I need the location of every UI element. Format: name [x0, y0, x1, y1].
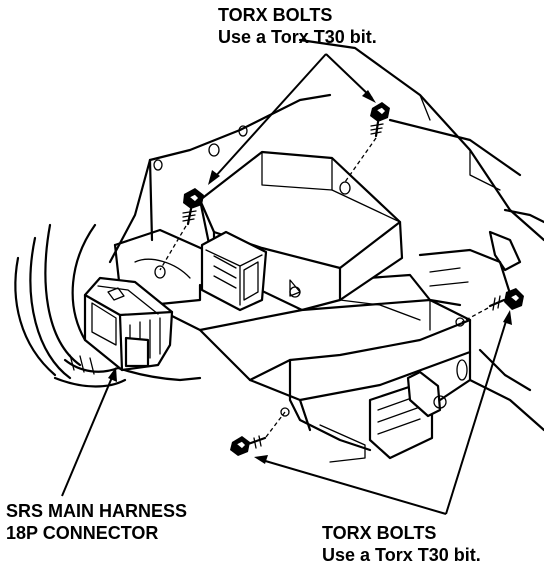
- callout-connector-line1: SRS MAIN HARNESS: [6, 501, 188, 521]
- callout-top-note: Use a Torx T30 bit.: [218, 27, 377, 47]
- leader-top-to-left-bolt: [208, 53, 327, 185]
- vehicle-floor-structure: [108, 38, 544, 432]
- leader-bottom-to-left-bolt: [254, 455, 447, 515]
- leader-connector: [61, 367, 117, 497]
- leader-bottom-to-right-bolt: [445, 310, 512, 515]
- callout-bottom-note: Use a Torx T30 bit.: [322, 545, 481, 565]
- callout-connector-line2: 18P CONNECTOR: [6, 523, 159, 543]
- wiring-harness: [14, 223, 202, 388]
- torx-bolt-upper-left: [159, 188, 204, 271]
- callout-srs-harness-connector: SRS MAIN HARNESS 18P CONNECTOR: [6, 500, 187, 544]
- callout-bottom-torx-bolts: TORX BOLTS Use a Torx T30 bit.: [322, 522, 481, 566]
- torx-bolt-upper-right: [344, 102, 390, 183]
- harness-connector: [83, 276, 174, 372]
- lower-frame: [198, 298, 472, 452]
- torx-bolt-lower-right: [461, 288, 524, 323]
- torx-bolt-lower-left: [230, 411, 286, 456]
- callout-bottom-title: TORX BOLTS: [322, 523, 437, 543]
- callout-top-torx-bolts: TORX BOLTS Use a Torx T30 bit.: [218, 4, 377, 48]
- unit-connector-socket: [200, 230, 268, 312]
- callout-top-title: TORX BOLTS: [218, 5, 333, 25]
- leader-top-to-right-bolt: [325, 53, 376, 103]
- lower-connector-block: [319, 370, 447, 463]
